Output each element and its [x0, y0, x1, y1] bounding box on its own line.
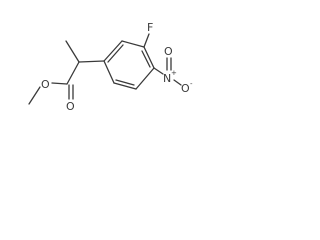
- ring-bond: [103, 40, 123, 62]
- structure-canvas: F N + O O - O O: [0, 0, 219, 124]
- ring-bond: [135, 67, 155, 90]
- ring-ch-bond: [78, 60, 105, 63]
- ring-bond: [113, 82, 137, 90]
- fluorine-label: F: [147, 21, 153, 34]
- ring-double-bond: [107, 44, 124, 63]
- ring-bond: [143, 46, 155, 69]
- nitro-oxygen-charge: -: [190, 80, 193, 88]
- ring-double-bond: [141, 50, 151, 68]
- nitro-nitrogen-label: N: [163, 72, 171, 85]
- ch-methyl-bond: [65, 40, 80, 63]
- carbonyl-oxygen-label: O: [66, 100, 75, 113]
- ester-oxygen-label: O: [41, 78, 50, 91]
- o-methyl-bond: [28, 86, 41, 105]
- ch-carbonyl-bond: [66, 61, 80, 85]
- ring-bond: [103, 60, 115, 84]
- c-f-bond: [143, 33, 150, 48]
- nitro-oxygen-right-label: O: [181, 82, 190, 95]
- ring-double-bond: [115, 79, 135, 86]
- ring-bond: [121, 40, 145, 48]
- benzene-ring: [103, 40, 155, 90]
- nitro-nitrogen-charge: +: [171, 69, 177, 77]
- n-o-bond: [173, 79, 182, 86]
- c-o-single-bond: [51, 82, 68, 85]
- molecule-structure: F N + O O - O O: [28, 21, 193, 113]
- nitro-oxygen-top-label: O: [164, 45, 173, 58]
- c-n-bond: [153, 67, 164, 75]
